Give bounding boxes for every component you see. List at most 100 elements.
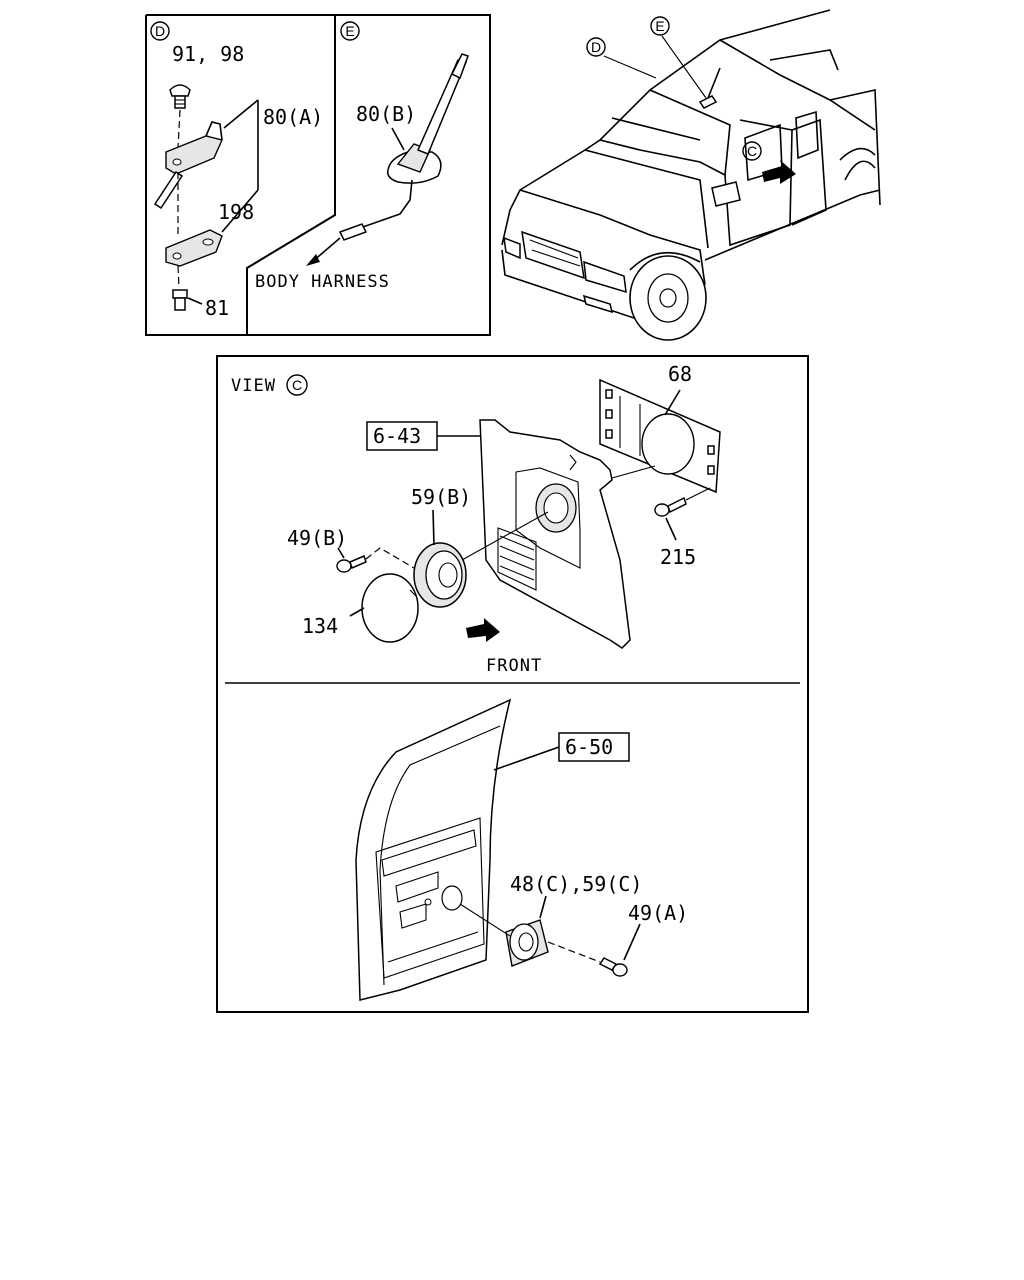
vehicle-hood	[519, 189, 706, 286]
vehicle-grille	[521, 230, 585, 280]
label-198: 198	[218, 200, 254, 224]
vehicle-marker-c-icon: C	[742, 141, 762, 161]
vehicle-marker-e-label: E	[655, 18, 664, 34]
label-80b: 80(B)	[356, 102, 416, 126]
panel-d: D 91, 98 80(A) 198	[150, 21, 323, 320]
vehicle-illustration: D E C	[501, 9, 881, 341]
trim-panel-icon	[479, 419, 631, 649]
marker-d-label: D	[155, 23, 165, 39]
view-c-marker-label: C	[292, 377, 302, 393]
view-c-section: VIEW C 6-43	[231, 362, 721, 676]
label-80a: 80(A)	[263, 105, 323, 129]
marker-e-icon: E	[340, 21, 360, 41]
vehicle-fog-lamp-icon	[582, 294, 614, 314]
grille-134-leader	[349, 607, 365, 617]
screw-49b-icon	[336, 554, 367, 573]
label-49b: 49(B)	[287, 526, 347, 550]
speaker-59c-icon	[505, 919, 549, 967]
screw-49a-leader	[623, 923, 641, 961]
ref-box-6-43	[366, 421, 438, 451]
vehicle-marker-e-icon: E	[650, 16, 670, 36]
label-6-43: 6-43	[373, 424, 421, 448]
label-6-50: 6-50	[565, 735, 613, 759]
vehicle-mirror-icon	[711, 181, 741, 207]
speaker-59c-to-door-line	[459, 903, 511, 937]
vehicle-rocker	[704, 189, 881, 261]
vehicle-bed	[829, 89, 881, 206]
panel-e: E 80(B) BODY HARNESS	[255, 21, 469, 292]
vehicle-marker-d-label: D	[591, 39, 601, 55]
antenna-leader	[391, 127, 405, 151]
grille-134-icon	[361, 573, 419, 643]
marker-d-icon: D	[150, 21, 170, 41]
label-91-98: 91, 98	[172, 42, 244, 66]
grille-bar-1	[529, 239, 579, 259]
vehicle-a-pillar	[649, 89, 731, 176]
label-48c-59c: 48(C),59(C)	[510, 872, 642, 896]
vehicle-front-wheel-icon	[629, 255, 707, 341]
view-c-arrow-icon	[762, 160, 796, 184]
vehicle-wheel-arch	[629, 251, 701, 271]
bracket-leader	[223, 99, 259, 129]
view-c-marker-icon: C	[286, 374, 308, 396]
vehicle-windshield-line	[611, 117, 701, 141]
antenna-icon	[386, 53, 469, 184]
bracket-68-leader	[664, 389, 681, 416]
label-front: FRONT	[486, 656, 542, 676]
vehicle-e-leader	[661, 35, 707, 99]
marker-e-label: E	[345, 23, 354, 39]
label-body-harness: BODY HARNESS	[255, 272, 390, 292]
speaker-to-panel-line	[461, 511, 549, 561]
grille-bar-2	[531, 249, 581, 267]
vehicle-marker-c-label: C	[747, 143, 757, 159]
vehicle-rear-window	[795, 110, 819, 160]
detail-box	[145, 14, 491, 336]
cable-connector-icon	[338, 223, 368, 241]
clip-leader	[187, 297, 203, 305]
bracket-to-panel-line	[611, 465, 656, 479]
vehicle-headlight-icon	[583, 260, 627, 294]
speaker-59c-leader	[539, 895, 547, 919]
detail-box-frame	[145, 14, 491, 336]
vehicle-rear-wheel-arch	[839, 147, 876, 161]
vehicle-hood-crease	[584, 149, 709, 249]
lower-bracket-icon	[165, 229, 223, 267]
speaker-59b-leader	[432, 509, 435, 546]
label-81: 81	[205, 296, 229, 320]
screw-icon	[169, 84, 191, 109]
label-59b: 59(B)	[411, 485, 471, 509]
front-arrow-icon	[466, 618, 500, 642]
screw-49b-leader	[337, 547, 345, 559]
screw-215-icon	[654, 496, 687, 517]
screw-49b-dash	[365, 547, 415, 569]
harness-arrow-icon	[306, 254, 320, 266]
label-49a: 49(A)	[628, 901, 688, 925]
cable-198-icon	[153, 170, 184, 210]
clip-dash-line	[177, 265, 180, 289]
vehicle-roofline	[501, 9, 831, 246]
screw-215-leader	[665, 517, 677, 541]
vehicle-rack	[769, 49, 839, 71]
screw-215-dash	[685, 487, 711, 501]
screw-49a-dash	[547, 941, 601, 963]
antenna-cable	[359, 179, 413, 229]
view-c-title: VIEW	[231, 376, 276, 396]
speaker-59b-icon	[413, 542, 467, 608]
bracket-68-icon	[599, 378, 721, 494]
vehicle-rear-wheel	[844, 160, 876, 181]
vehicle-rear-door	[791, 118, 827, 226]
label-134: 134	[302, 614, 338, 638]
vehicle-antenna-mast	[707, 67, 721, 99]
ref-6-50-leader	[493, 746, 560, 771]
vehicle-d-leader	[603, 55, 657, 79]
screw-dash-line	[177, 109, 181, 149]
vehicle-marker-d-icon: D	[586, 37, 606, 57]
vehicle-headlight-left-icon	[503, 236, 521, 260]
door-view-section: 6-50 48(C),59(C) 49(A)	[355, 698, 688, 1001]
detail-box-divider	[246, 15, 336, 335]
label-68: 68	[668, 362, 692, 386]
cable-leader	[221, 189, 259, 233]
door-panel-icon	[355, 698, 512, 1001]
label-215: 215	[660, 545, 696, 569]
